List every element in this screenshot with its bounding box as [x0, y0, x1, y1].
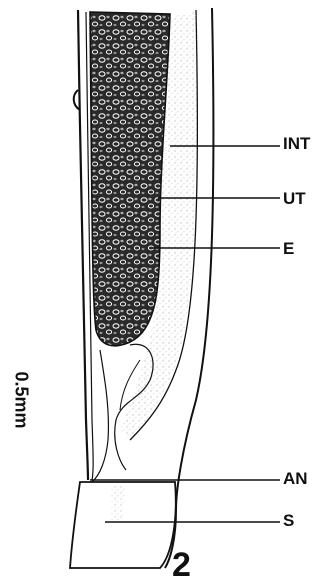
label-s: S	[283, 512, 294, 529]
label-an: AN	[283, 470, 308, 487]
label-e: E	[283, 240, 294, 257]
scale-bar-label: 0.5mm	[3, 345, 39, 455]
label-int: INT	[283, 135, 310, 152]
label-ut: UT	[283, 190, 306, 207]
figure-number: 2	[172, 548, 191, 582]
internal-fold-1	[92, 350, 108, 482]
scale-text: 0.5mm	[11, 371, 32, 428]
